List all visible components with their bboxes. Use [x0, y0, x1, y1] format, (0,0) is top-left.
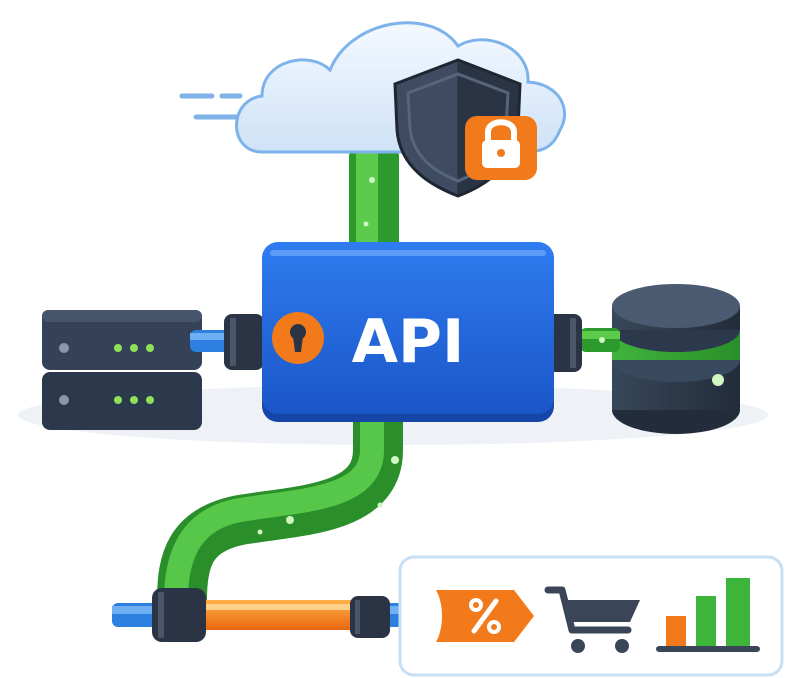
database-icon [612, 284, 740, 434]
api-label: API [352, 307, 465, 377]
pipe-api-to-bottom [157, 385, 403, 625]
server-rack-icon [42, 310, 202, 430]
speed-lines [179, 93, 243, 120]
discount-tag-icon [436, 590, 534, 642]
api-box: API [262, 242, 554, 422]
pipe-bottom-horizontal [112, 588, 420, 642]
padlock-icon [465, 116, 537, 180]
shopping-cart-icon [544, 586, 640, 653]
bar-chart-icon [656, 578, 760, 652]
keyhole-icon [272, 312, 324, 364]
pipe-server-to-api [190, 314, 264, 370]
pipe-cloud-to-api [349, 148, 399, 258]
commerce-panel [398, 555, 784, 677]
